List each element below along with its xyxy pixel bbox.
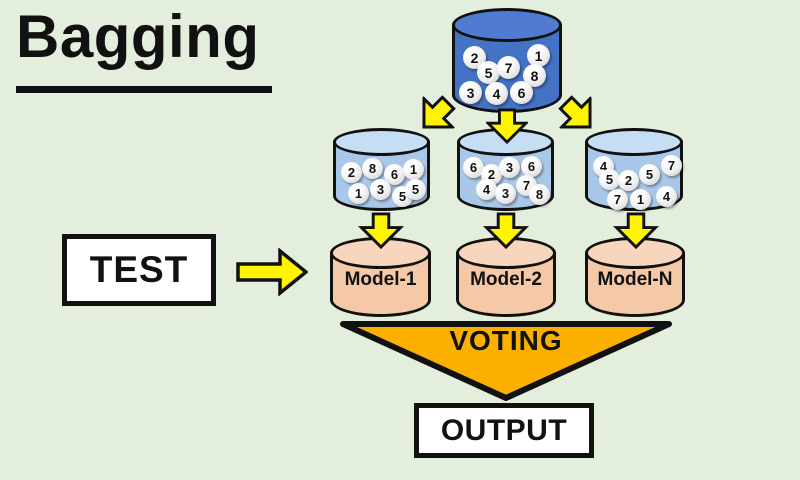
data-ball: 5 (405, 179, 426, 200)
data-ball: 8 (529, 184, 550, 205)
data-ball: 5 (639, 164, 660, 185)
data-ball: 3 (370, 179, 391, 200)
data-ball: 3 (495, 183, 516, 204)
output-box: OUTPUT (414, 403, 594, 458)
data-ball: 6 (521, 156, 542, 177)
bootstrap-sample-2-cylinder: 6 2 3 6 4 3 7 8 (457, 128, 554, 211)
test-box: TEST (62, 234, 216, 306)
model-1-cylinder: Model-1 (330, 237, 431, 317)
data-ball: 6 (510, 81, 533, 104)
title-underline (16, 86, 272, 93)
voting-triangle (340, 321, 672, 401)
data-ball: 4 (476, 179, 497, 200)
voting-label: VOTING (449, 325, 563, 356)
data-ball: 3 (499, 157, 520, 178)
data-ball: 1 (630, 189, 651, 210)
data-ball: 5 (599, 169, 620, 190)
cylinder-top (585, 128, 683, 156)
arrow-down-right-icon (549, 86, 607, 144)
arrow-down-icon (486, 108, 528, 144)
model-2-cylinder: Model-2 (456, 237, 556, 317)
output-label: OUTPUT (440, 413, 568, 447)
bootstrap-sample-n-cylinder: 4 7 5 2 5 7 1 4 (585, 128, 683, 211)
data-ball: 8 (362, 158, 383, 179)
data-ball: 4 (656, 186, 677, 207)
data-ball: 6 (384, 164, 405, 185)
cylinder-top (333, 128, 430, 156)
source-dataset-cylinder: 2 1 5 7 8 3 4 6 (452, 8, 562, 113)
data-ball: 2 (618, 170, 639, 191)
data-ball: 1 (348, 183, 369, 204)
test-label: TEST (89, 249, 189, 290)
data-ball: 5 (477, 61, 500, 84)
data-ball: 3 (459, 81, 482, 104)
data-ball: 4 (485, 82, 508, 105)
data-ball: 1 (527, 44, 550, 67)
data-ball: 8 (523, 64, 546, 87)
data-ball: 7 (661, 155, 682, 176)
data-ball: 2 (341, 162, 362, 183)
page-title: Bagging (16, 3, 260, 70)
model-2-label: Model-2 (470, 269, 542, 290)
arrow-down-icon (358, 212, 404, 249)
bootstrap-sample-1-cylinder: 2 8 6 1 1 3 5 5 (333, 128, 430, 211)
arrow-down-icon (613, 212, 659, 249)
data-ball: 7 (497, 56, 520, 79)
model-n-cylinder: Model-N (585, 237, 685, 317)
data-ball: 1 (403, 159, 424, 180)
arrow-right-icon (236, 248, 308, 296)
data-ball: 6 (463, 157, 484, 178)
data-ball: 7 (607, 189, 628, 210)
model-n-label: Model-N (597, 269, 673, 290)
cylinder-top (452, 8, 562, 42)
arrow-down-icon (483, 212, 529, 249)
model-1-label: Model-1 (344, 269, 417, 290)
arrow-down-left-icon (407, 86, 465, 144)
